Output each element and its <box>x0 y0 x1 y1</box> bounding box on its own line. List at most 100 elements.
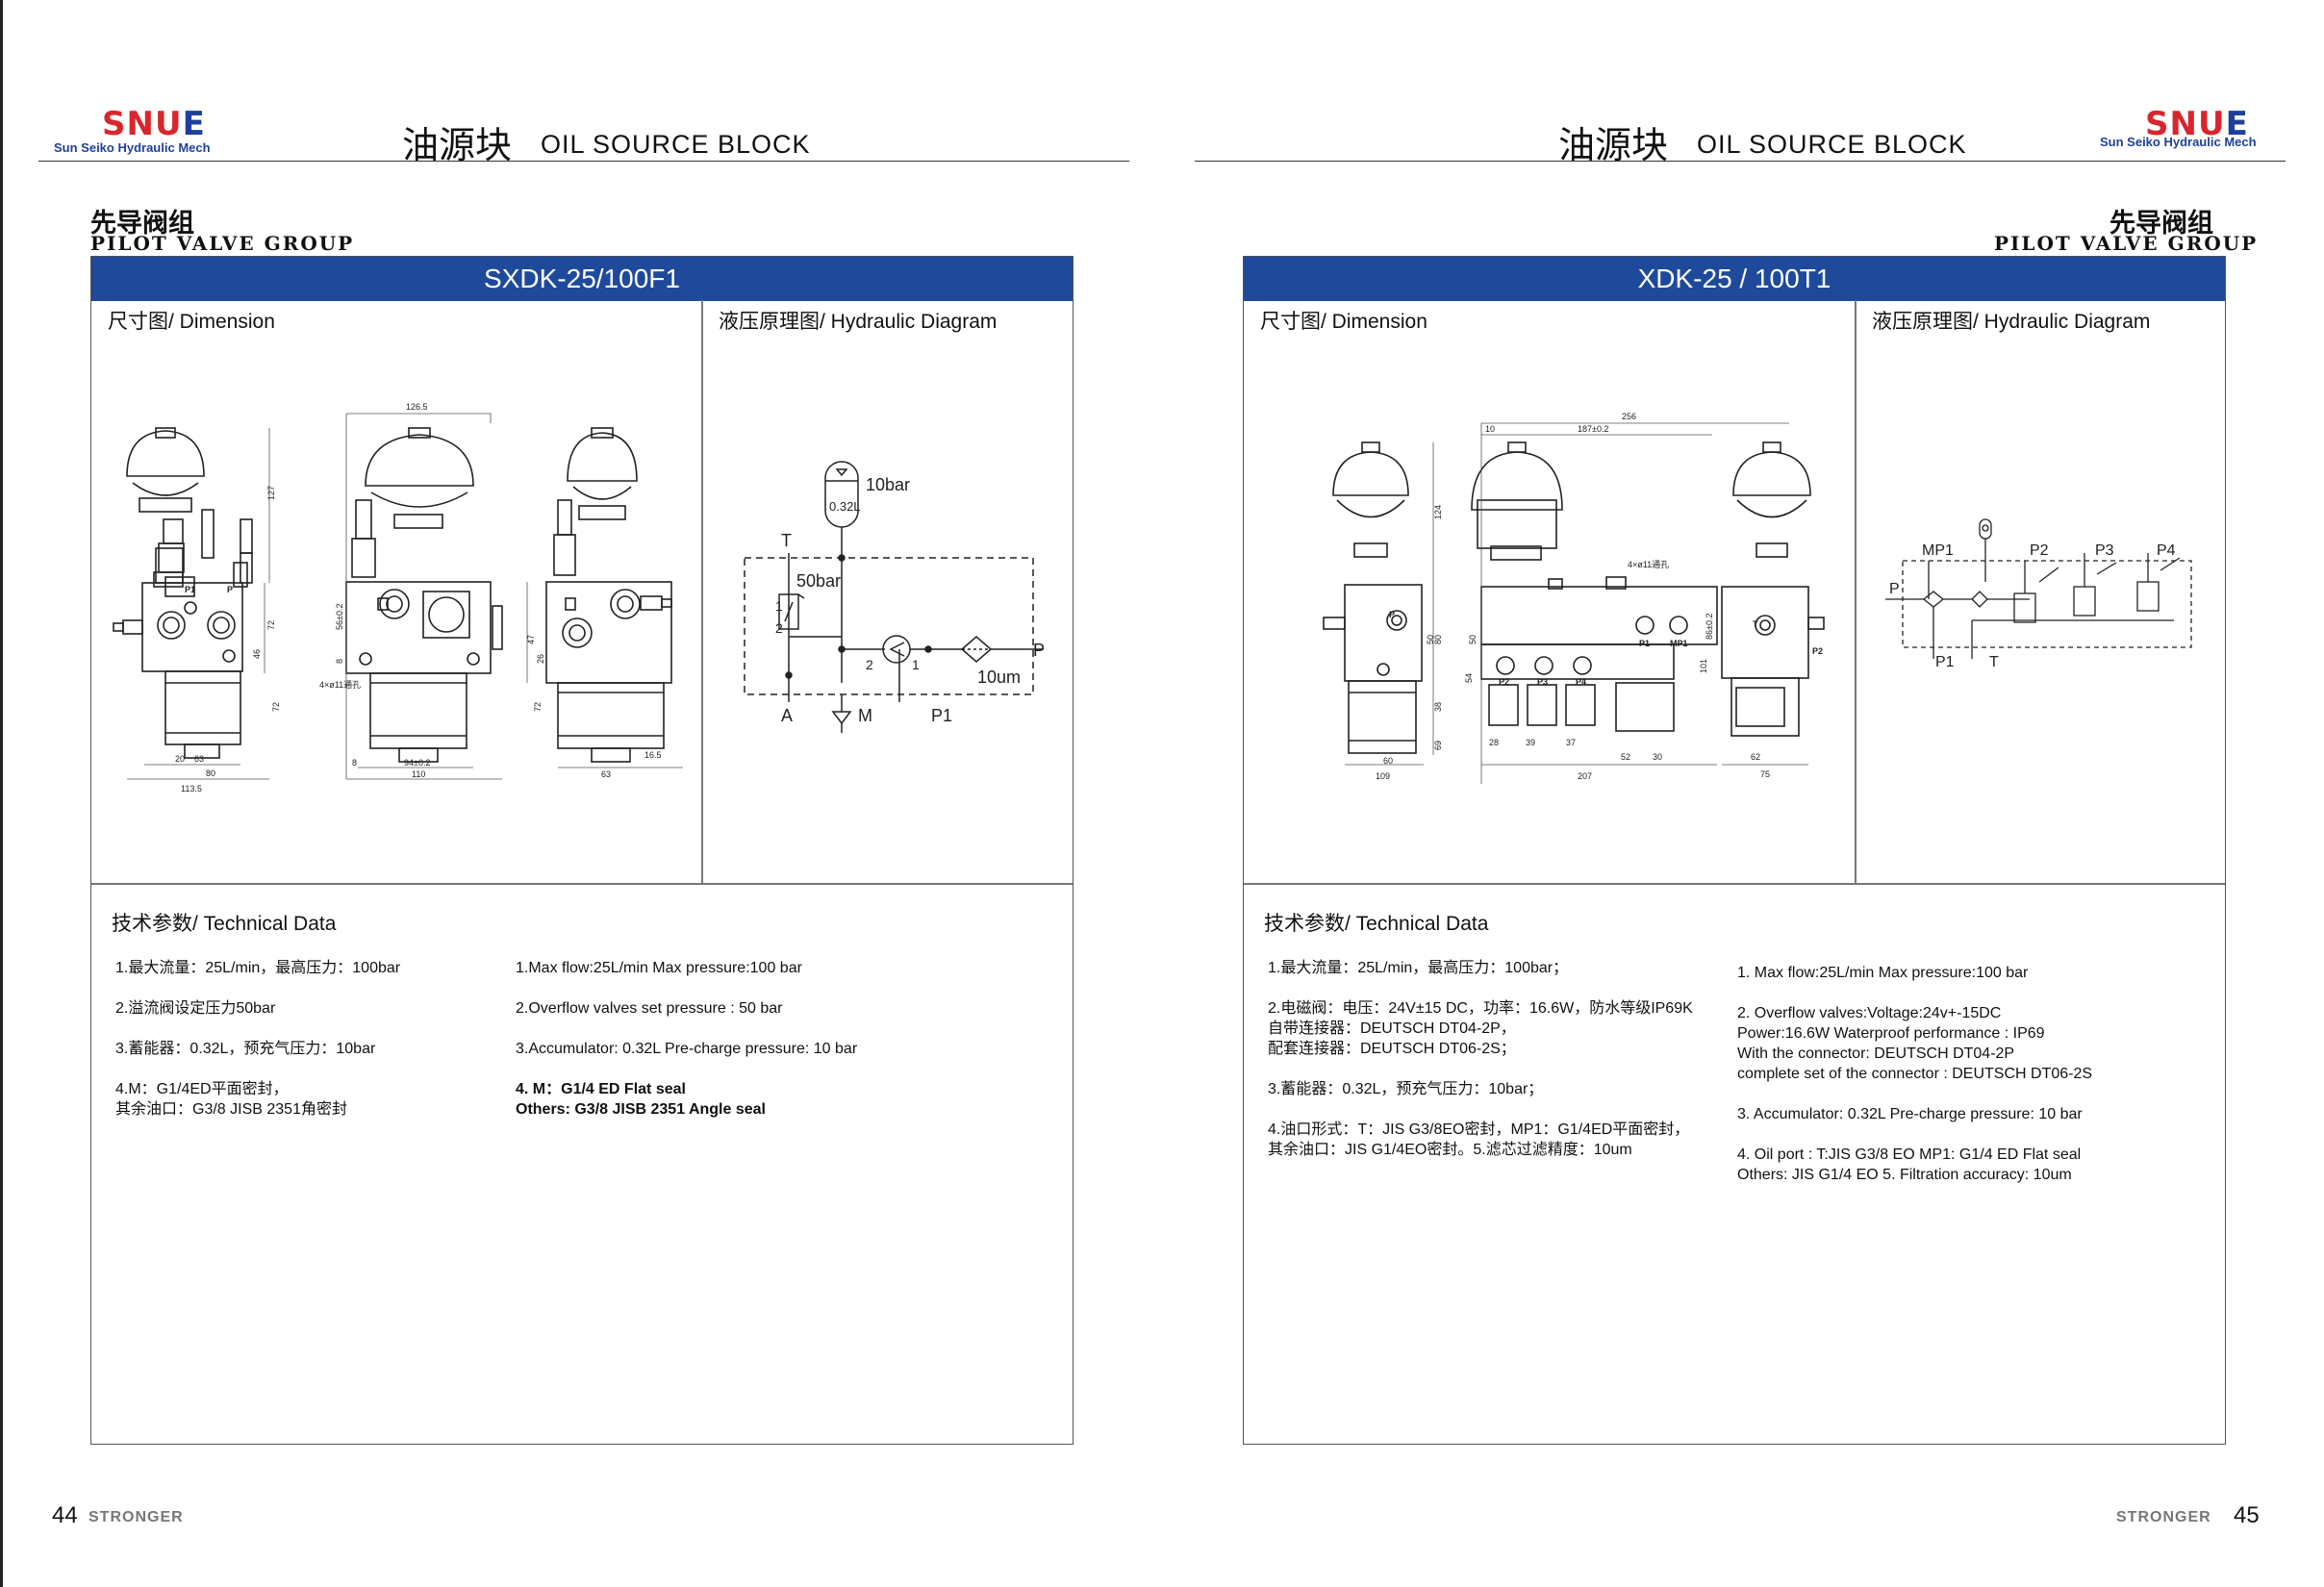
dim-label: 20 <box>175 754 185 764</box>
page-edge-line <box>0 0 3 1587</box>
dim-label: 187±0.2 <box>1578 424 1608 434</box>
header-rule-right <box>1195 161 2286 162</box>
port-m-label: M <box>858 706 872 725</box>
footer-word-left: STRONGER <box>88 1509 184 1525</box>
tech-cn-item: 4.油口形式：T：JIS G3/8EO密封，MP1：G1/4ED平面密封， 其余… <box>1268 1121 1690 1158</box>
port-p1-label: P1 <box>1935 654 1955 670</box>
panel-divider-vertical <box>701 300 703 884</box>
tech-en-item: 4. Oil port : T:JIS G3/8 EO MP1: G1/4 ED… <box>1737 1146 2082 1183</box>
dim-label: 60 <box>1383 756 1393 766</box>
dim-label: 69 <box>1433 741 1443 750</box>
tech-data-title: 技术参数/ Technical Data <box>1264 913 1489 935</box>
hydraulic-label: 液压原理图/ Hydraulic Diagram <box>1872 311 2151 333</box>
logo-wordmark: SNUE <box>2145 105 2249 143</box>
hydraulic-label: 液压原理图/ Hydraulic Diagram <box>719 311 998 333</box>
brand-logo-right: SNUE <box>2145 108 2249 140</box>
dimension-drawing-right: 256 187±0.2 10 124 50 50 80 38 69 54 109… <box>1323 412 1825 784</box>
brand-logo-left: SNUE <box>102 108 206 140</box>
port-label: P2 <box>1812 646 1823 656</box>
tech-en-item: 3. Accumulator: 0.32L Pre-charge pressur… <box>1737 1106 2083 1122</box>
tech-en-item: 1.Max flow:25L/min Max pressure:100 bar <box>516 960 802 976</box>
tech-cn-item: 4.M：G1/4ED平面密封， 其余油口：G3/8 JISB 2351角密封 <box>115 1081 347 1118</box>
port-label: P3 <box>1537 677 1548 687</box>
dim-label: 127 <box>266 486 276 500</box>
dim-label: 62 <box>1751 752 1760 762</box>
dimension-drawing-left: 127 126.5 72 46 72 56±0.2 8 47 26 72 20 … <box>113 402 683 794</box>
node-label: 2 <box>775 620 783 636</box>
page-number-right: 45 <box>2234 1502 2260 1528</box>
port-p3-label: P3 <box>2095 542 2114 559</box>
header-title-en-left: OIL SOURCE BLOCK <box>541 130 811 159</box>
dim-label: 37 <box>1566 738 1576 747</box>
dim-label: 47 <box>526 635 536 644</box>
model-title-bar: XDK-25 / 100T1 <box>1244 257 2225 301</box>
panel-divider-horizontal <box>91 883 1073 885</box>
dim-label: 46 <box>252 649 262 659</box>
tech-en-item: 2.Overflow valves set pressure : 50 bar <box>516 1000 783 1017</box>
tech-cn-item: 1.最大流量：25L/min，最高压力：100bar； <box>1268 960 1569 976</box>
dim-label: 94±0.2 <box>404 758 430 768</box>
hydraulic-diagram-right: MP1 P P1 T P2 P3 P4 <box>1885 518 2192 670</box>
port-mp1-label: MP1 <box>1922 542 1954 559</box>
dim-label: 75 <box>1760 769 1770 779</box>
node-label: 1 <box>775 598 783 614</box>
node-label: 2 <box>866 657 873 672</box>
port-t-label: T <box>781 531 792 550</box>
product-panel-right: XDK-25 / 100T1 <box>1243 256 2226 1445</box>
dim-label: 16.5 <box>644 750 662 760</box>
dim-label: 63 <box>194 754 204 764</box>
dim-label: 63 <box>601 769 611 779</box>
tech-data-title: 技术参数/ Technical Data <box>112 913 337 935</box>
node-label: 1 <box>912 657 920 672</box>
footer-word-right: STRONGER <box>2116 1509 2211 1525</box>
tech-cn-item: 2.溢流阀设定压力50bar <box>115 1000 276 1017</box>
tech-cn-item: 3.蓄能器：0.32L，预充气压力：10bar <box>115 1041 376 1057</box>
header-title-cn-right: 油源块 <box>1558 124 1669 166</box>
panel-divider-horizontal <box>1244 883 2225 885</box>
dim-label: 50 <box>1468 635 1478 644</box>
port-t-label: T <box>1989 654 1999 670</box>
hydraulic-diagram-left: 10bar 0.32L T 50bar 1 2 2 1 10um P A M P… <box>744 461 1045 733</box>
dim-label: 56±0.2 <box>335 604 344 630</box>
tech-cn-item: 1.最大流量：25L/min，最高压力：100bar <box>115 960 401 976</box>
dim-label: 30 <box>1653 752 1662 762</box>
tech-en-item: 4. M：G1/4 ED Flat seal Others: G3/8 JISB… <box>516 1081 766 1118</box>
dim-label: 39 <box>1526 738 1535 747</box>
port-label: P2 <box>1499 677 1509 687</box>
port-p-label: P <box>1033 641 1045 660</box>
port-label: P <box>1389 610 1395 619</box>
tech-en-item: 1. Max flow:25L/min Max pressure:100 bar <box>1737 965 2029 981</box>
tech-cn-item: 2.电磁阀：电压：24V±15 DC，功率：16.6W，防水等级IP69K 自带… <box>1268 1000 1693 1057</box>
model-title-bar: SXDK-25/100F1 <box>91 257 1073 301</box>
tech-en-item: 2. Overflow valves:Voltage:24v+-15DC Pow… <box>1737 1005 2093 1082</box>
dim-label: 126.5 <box>406 402 428 412</box>
dim-label: 110 <box>412 769 425 779</box>
dim-label: 86±0.2 <box>1705 614 1714 640</box>
dim-label: 80 <box>206 768 215 778</box>
port-label: P <box>227 585 233 594</box>
dim-label: 207 <box>1578 771 1592 781</box>
header-title-en-right: OIL SOURCE BLOCK <box>1697 130 1967 159</box>
port-label: MP1 <box>1670 639 1688 648</box>
page-number-left: 44 <box>52 1502 78 1528</box>
dimension-label: 尺寸图/ Dimension <box>108 311 275 333</box>
header-title-cn-left: 油源块 <box>402 124 513 166</box>
port-label: T <box>1753 619 1758 629</box>
dim-label: 54 <box>1464 673 1474 683</box>
dim-label: 113.5 <box>181 784 202 794</box>
product-panel-left: SXDK-25/100F1 <box>90 256 1074 1445</box>
filter-label: 10um <box>977 668 1021 687</box>
port-label: P1 <box>1639 639 1650 648</box>
port-p1-label: P1 <box>931 706 952 725</box>
tech-en-item: 3.Accumulator: 0.32L Pre-charge pressure… <box>516 1041 858 1057</box>
dim-label: 52 <box>1621 752 1630 762</box>
dim-label: 50 <box>1426 635 1435 644</box>
dim-label: 72 <box>266 620 276 630</box>
port-label: P1 <box>185 585 195 594</box>
dim-label: 8 <box>335 659 344 664</box>
dim-label: 109 <box>1376 771 1390 781</box>
port-p-label: P <box>1889 581 1900 597</box>
section-title-en-right: PILOT VALVE GROUP <box>1994 232 2259 255</box>
dim-label: 38 <box>1433 702 1443 712</box>
company-name-left: Sun Seiko Hydraulic Mech <box>54 140 211 155</box>
